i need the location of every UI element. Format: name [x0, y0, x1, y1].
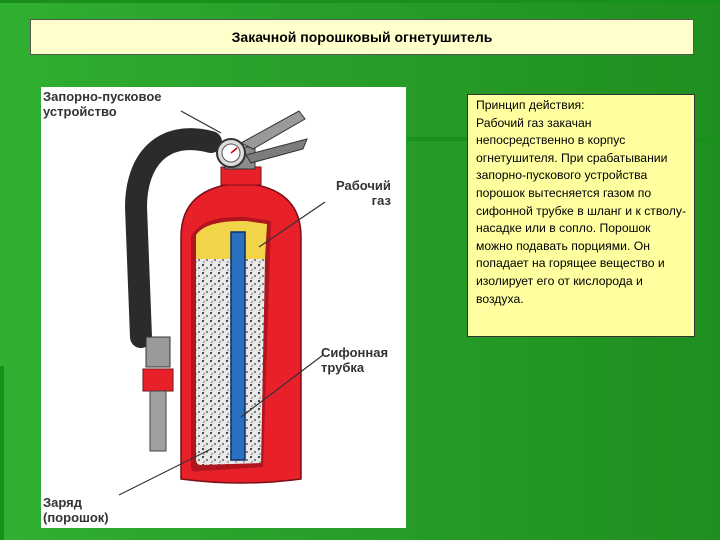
label-valve: Запорно-пусковое устройство [43, 89, 162, 119]
hose [124, 128, 222, 348]
gauge-needle [230, 147, 238, 154]
nozzle [149, 390, 167, 452]
leader-line-charge [118, 448, 212, 496]
extinguisher-diagram: Запорно-пусковое устройство Рабочий газ … [41, 87, 406, 528]
hose-fitting [145, 336, 171, 368]
background-stripe [0, 366, 4, 540]
siphon-tube [230, 231, 246, 461]
label-powder-charge: Заряд (порошок) [43, 495, 109, 525]
slide-title-text: Закачной порошковый огнетушитель [231, 29, 493, 45]
cylinder-neck [220, 166, 262, 186]
label-siphon-tube: Сифонная трубка [321, 345, 389, 375]
nozzle-collar [142, 368, 174, 392]
background-stripe [0, 0, 720, 3]
principle-heading: Принцип действия: [476, 98, 585, 112]
valve-handle [245, 138, 308, 164]
principle-text: Рабочий газ закачан непосредственно в ко… [476, 115, 686, 306]
valve-lever [239, 110, 306, 150]
leader-line-gas [258, 201, 326, 248]
slide-title: Закачной порошковый огнетушитель [30, 19, 694, 55]
operating-principle-box: Принцип действия: Рабочий газ закачан не… [467, 94, 695, 337]
extinguisher-illustration [118, 110, 326, 496]
leader-line-siphon [240, 354, 324, 418]
label-working-gas: Рабочий газ [336, 178, 391, 208]
leader-line-valve [180, 110, 222, 134]
